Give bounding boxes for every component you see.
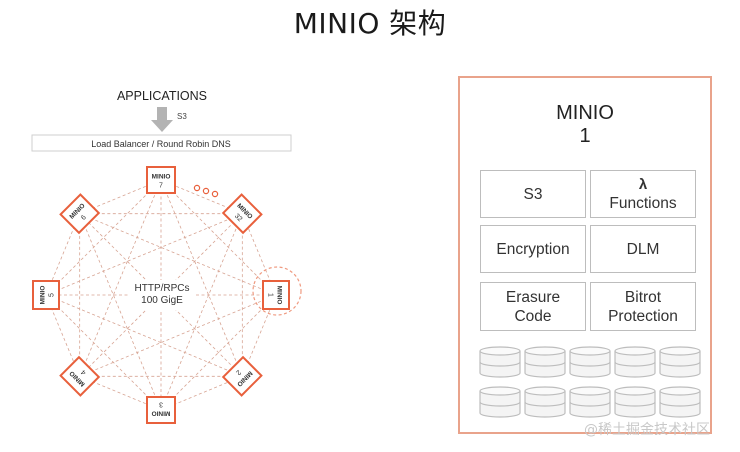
disk-icon [614,386,656,418]
encryption-module: Encryption [480,225,586,273]
bitrot-protection-module: Bitrot Protection [590,282,696,331]
minio-node-number: 2 [234,368,242,376]
minio-node-5: MINIO 3 [146,396,176,424]
ellipsis-dot-icon [202,187,210,195]
bitrot-protection-label-line2: Protection [608,307,678,325]
page-title: MINIO 架构 [293,7,447,40]
mesh-link-line [45,213,243,296]
minio-node-box [146,166,176,194]
disk-icon [614,346,656,378]
watermark: @稀土掘金技术社区 [584,422,710,438]
disk-icon [479,346,521,378]
minio-node-number: 32 [233,213,244,224]
encryption-module-label: Encryption [496,240,570,258]
center-label-line1: HTTP/RPCs [135,283,190,294]
applications-label: APPLICATIONS [117,89,207,103]
ellipsis-dot-icon [211,190,219,198]
disk-array [479,346,701,418]
mesh-link-line [160,213,243,411]
erasure-code-label-line1: Erasure [505,288,561,306]
minio-node-box [32,280,60,310]
disk-icon [569,386,611,418]
minio-node-number: 7 [159,183,163,190]
minio-node-box [59,193,101,235]
dlm-module: DLM [590,225,696,273]
functions-module: λ Functions [590,170,696,218]
mesh-link-line [160,179,243,377]
s3-module-label: S3 [523,185,543,203]
minio-node-1: MINIO 7 [146,166,176,194]
erasure-code-label-line2: Code [514,307,552,325]
dlm-module-label: DLM [626,240,660,258]
minio-node-number: 1 [267,293,274,297]
s3-module: S3 [480,170,586,218]
minio-node-name: MINIO [152,410,171,417]
disk-icon [524,346,566,378]
mesh-link-line [79,213,162,411]
minio-node-name: MINIO [40,286,47,305]
load-balancer-label: Load Balancer / Round Robin DNS [91,139,231,149]
mesh-link-line [79,179,162,377]
minio-node-number: 3 [159,401,163,408]
node-ring: MINIO7MINIO32MINIO1MINIO2MINIO3MINIO4MIN… [32,166,290,424]
node-1-highlight-circle [252,266,302,316]
minio-node-number: 6 [80,214,88,222]
minio-node-name: MINIO [276,286,283,305]
panel-number: 1 [579,125,591,147]
minio-node-box [146,396,176,424]
mesh-link-line [45,294,243,377]
s3-arrow-label: S3 [177,112,187,121]
bitrot-protection-label-line1: Bitrot [624,288,662,306]
minio-node-number: 5 [49,293,56,297]
load-balancer-box [31,134,292,152]
center-label-line2: 100 GigE [141,295,183,306]
center-label-backdrop [128,280,196,310]
minio-node-name: MINIO [152,174,171,181]
disk-icon [659,346,701,378]
disk-icon [524,386,566,418]
disk-icon [479,386,521,418]
minio-node-box [262,280,290,310]
minio-node-box [221,355,263,397]
cluster-diagram: APPLICATIONS S3 Load Balancer / Round Ro… [31,89,302,424]
minio-node-number: 4 [80,368,88,376]
minio-node-box [221,193,263,235]
panel-title: MINIO [556,102,614,124]
mesh-link-line [79,213,277,296]
disk-icon [569,346,611,378]
ellipsis-dot-icon [193,184,201,192]
s3-arrow-icon [151,107,173,132]
disk-icon [659,386,701,418]
erasure-code-module: Erasure Code [480,282,586,331]
minio-node-panel: MINIO 1 S3 λ Functions Encryption DLM Er… [458,76,712,434]
mesh-link-line [79,294,277,377]
minio-node-box [59,355,101,397]
lambda-icon: λ [638,176,648,193]
functions-module-label: Functions [609,195,677,212]
